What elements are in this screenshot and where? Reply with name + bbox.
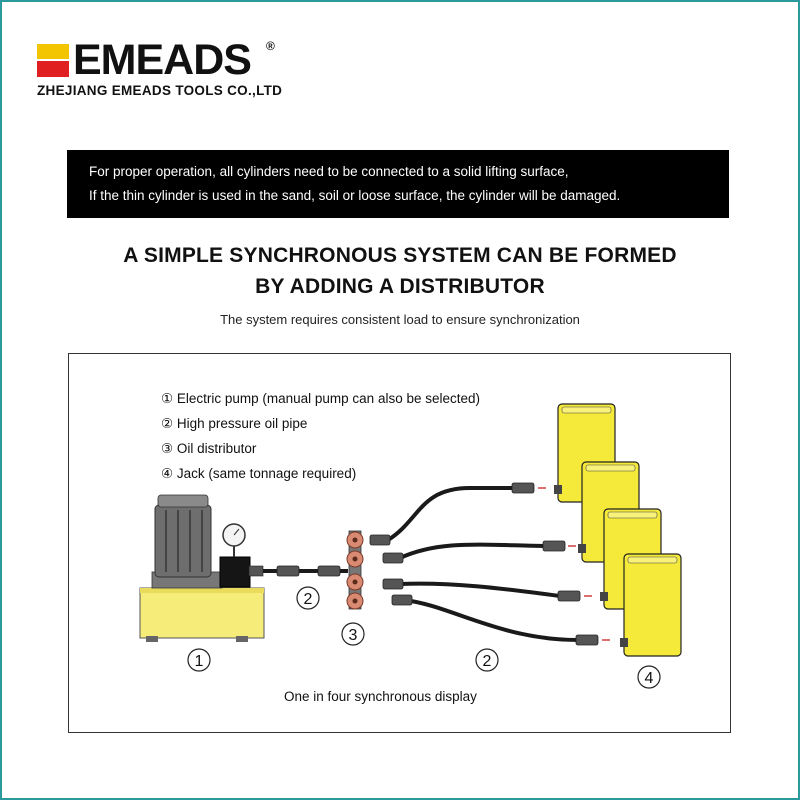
electric-pump: [139, 494, 265, 642]
headline-line-2: BY ADDING A DISTRIBUTOR: [255, 275, 545, 298]
notice-line-2: If the thin cylinder is used in the sand…: [89, 188, 621, 203]
system-diagram-box: [68, 353, 731, 733]
logo-wordmark: EMEADS: [73, 36, 252, 84]
oil-distributor: [346, 530, 364, 610]
legend-item-pipe: ② High pressure oil pipe: [161, 416, 308, 431]
marker-jack-label: 4: [645, 670, 654, 687]
marker-jack: 4: [637, 665, 661, 689]
legend-item-distributor: ③ Oil distributor: [161, 441, 257, 456]
logo-yellow-bar: [37, 44, 69, 59]
registered-mark: ®: [266, 39, 275, 53]
diagram-legend: ① Electric pump (manual pump can also be…: [161, 386, 480, 486]
brand-logo: EMEADS ® ZHEJIANG EMEADS TOOLS CO.,LTD: [37, 38, 297, 102]
marker-pump-label: 1: [195, 653, 204, 670]
legend-item-jack: ④ Jack (same tonnage required): [161, 466, 357, 481]
logo-red-bar: [37, 61, 69, 77]
hose-fittings: [369, 482, 599, 646]
marker-distributor-label: 3: [349, 627, 358, 644]
marker-pump: 1: [187, 648, 211, 672]
marker-long-pipe-label: 2: [483, 653, 492, 670]
coupler-dashes: [538, 487, 610, 641]
logo-color-bars: [37, 44, 69, 77]
marker-short-pipe-label: 2: [304, 591, 313, 608]
diagram-caption: One in four synchronous display: [284, 689, 477, 704]
marker-long-pipe: 2: [475, 648, 499, 672]
marker-short-pipe: 2: [296, 586, 320, 610]
long-hoses: [386, 486, 580, 642]
short-hose: [262, 565, 348, 577]
notice-banner: For proper operation, all cylinders need…: [67, 150, 729, 218]
marker-distributor: 3: [341, 622, 365, 646]
jack-4: [620, 553, 682, 657]
company-name: ZHEJIANG EMEADS TOOLS CO.,LTD: [37, 83, 283, 98]
legend-item-pump: ① Electric pump (manual pump can also be…: [161, 391, 481, 406]
notice-line-1: For proper operation, all cylinders need…: [89, 164, 569, 179]
headline-line-1: A SIMPLE SYNCHRONOUS SYSTEM CAN BE FORME…: [123, 244, 677, 267]
subheadline: The system requires consistent load to e…: [220, 312, 580, 327]
